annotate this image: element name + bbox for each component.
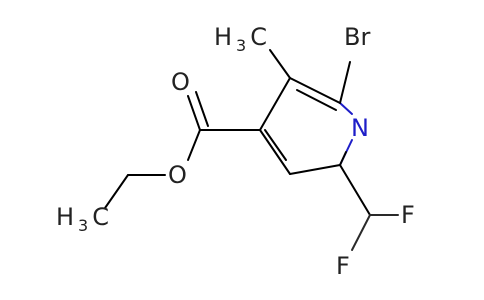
ch3-top-sub: 3	[236, 36, 246, 55]
bond-c5-c4-inner	[264, 129, 287, 161]
atom-ch3-left: H 3 C	[56, 203, 109, 235]
ch3-top-h: H	[214, 23, 232, 51]
ch3-left-h: H	[56, 203, 74, 231]
bond-carbonyl-o-double-a	[187, 95, 201, 131]
bond-c3-methyl	[269, 49, 291, 79]
bond-c2-n	[339, 102, 353, 115]
atom-o-carbonyl: O	[171, 68, 190, 96]
bond-c6-chf2	[339, 164, 371, 216]
bond-c3-c2-inner	[296, 89, 337, 111]
bond-n-c6-lower	[339, 151, 347, 166]
atom-ch3-top: H 3 C	[214, 23, 267, 55]
atom-br: Br	[344, 23, 370, 51]
bond-carbonyl-o-double-b	[195, 91, 209, 127]
bond-c6-c5	[289, 164, 341, 175]
bond-ch2-ch3	[104, 174, 129, 209]
bond-c4-c3	[259, 77, 291, 131]
ch3-left-c: C	[92, 203, 109, 231]
bond-c3-c2	[289, 77, 341, 104]
bond-c5-c4	[259, 129, 291, 175]
atom-n: N	[351, 114, 369, 142]
atom-f1: F	[401, 201, 415, 229]
bond-chf2-f2	[351, 214, 371, 251]
atom-f2: F	[336, 252, 350, 280]
ch3-left-sub: 3	[78, 216, 88, 235]
atom-o-ester: O	[168, 161, 187, 189]
bond-carbonyl-o-ester	[187, 129, 201, 161]
bond-c2-br	[339, 61, 351, 104]
ch3-top-c: C	[250, 23, 267, 51]
